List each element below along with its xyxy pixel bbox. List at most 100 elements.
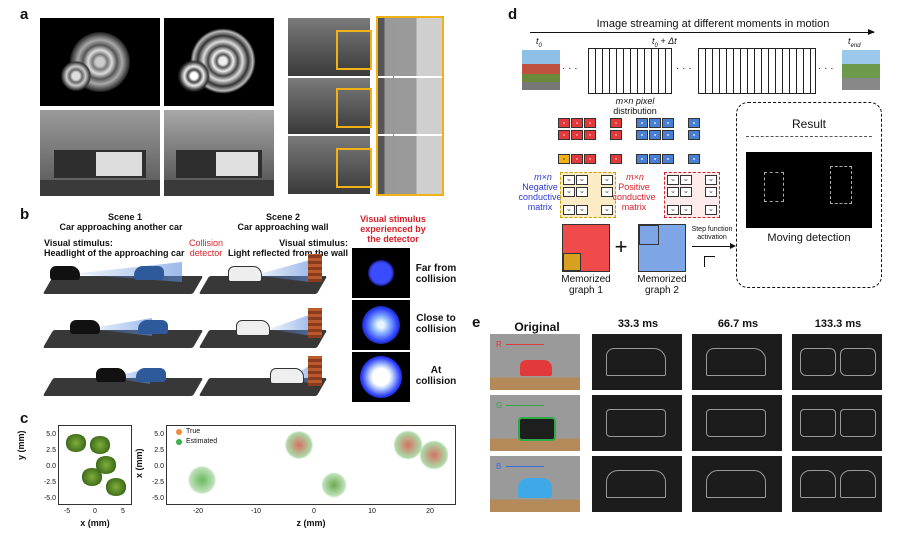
legend-true-label: True xyxy=(186,428,201,435)
dots-2: · · · xyxy=(676,63,692,74)
white-car-3 xyxy=(270,368,304,384)
c-right-ytick-3: -2.5 xyxy=(151,479,164,486)
zoom-box-1 xyxy=(336,30,372,70)
mem1-label-1: Memorized xyxy=(561,274,611,285)
c-left-ytick-3: -2.5 xyxy=(43,479,56,486)
c-right-xtick-1: -10 xyxy=(250,508,262,515)
step-arrowhead xyxy=(730,243,736,249)
zoom-box-3 xyxy=(336,148,372,188)
zoom-image-1 xyxy=(378,18,442,76)
pos-label-2: Positive xyxy=(618,182,650,192)
neg-label-3: conductive xyxy=(518,192,562,202)
black-car-1 xyxy=(50,266,80,280)
brick-wall-3 xyxy=(308,356,322,386)
e-row-b-label: B xyxy=(496,462,502,471)
frame-stack-2 xyxy=(698,48,816,94)
e-133-r xyxy=(792,334,882,390)
c-right-ytick-0: 5.0 xyxy=(154,431,164,438)
mem1-label-2: graph 1 xyxy=(569,285,603,296)
c-left-xtick-2: 5 xyxy=(121,508,125,515)
scene1-title: Scene 1 xyxy=(107,212,143,222)
panel-label-a: a xyxy=(20,6,29,23)
panel-label-b: b xyxy=(20,206,30,223)
zoom-image-3 xyxy=(378,136,442,194)
stimulus-far xyxy=(352,248,410,298)
e-row-g-label: G xyxy=(496,401,503,410)
scene1-stimulus-text: Headlight of the approaching car xyxy=(44,248,185,258)
e-original-g: G xyxy=(490,395,580,451)
e-original-b: B xyxy=(490,456,580,512)
far-label-1: Far from xyxy=(415,263,457,274)
e-header-133: 133.3 ms xyxy=(814,318,862,330)
rings-image-1 xyxy=(40,18,160,106)
dots-3: · · · xyxy=(818,63,834,74)
dots-1: · · · xyxy=(562,63,578,74)
e-header-original: Original xyxy=(514,320,560,334)
e-original-r: R xyxy=(490,334,580,390)
blue-car-3 xyxy=(136,368,166,382)
pixel-label-1: m×n pixel xyxy=(615,96,655,106)
scene2-stimulus-text: Light reflected from the wall xyxy=(227,248,348,258)
c-right-ytick-4: -5.0 xyxy=(151,495,164,502)
e-66-b xyxy=(692,456,782,512)
pos-label-1: m×n xyxy=(626,172,644,182)
memorized-graph-1 xyxy=(562,224,610,272)
c-right-ylabel: x (mm) xyxy=(134,448,144,478)
neg-label-4: matrix xyxy=(527,202,553,212)
far-label-2: collision xyxy=(415,274,457,285)
step-arrow xyxy=(692,246,732,247)
time-axis xyxy=(530,32,874,33)
c-right-ytick-2: 0.0 xyxy=(154,463,164,470)
frame-stack-1 xyxy=(588,48,672,94)
plus-sign: + xyxy=(614,234,628,259)
c-right-xtick-3: 10 xyxy=(368,508,376,515)
cyan-marker-line xyxy=(393,18,394,194)
c-left-ytick-4: -5.0 xyxy=(43,495,56,502)
brick-wall-2 xyxy=(308,308,322,338)
result-box xyxy=(736,102,882,288)
scene2-stimulus-label: Visual stimulus: xyxy=(279,238,348,248)
result-divider xyxy=(746,136,872,137)
c-left-ytick-1: 2.5 xyxy=(46,447,56,454)
stimulus-at xyxy=(352,352,410,402)
tmid-label: t0 + Δt xyxy=(652,36,677,49)
c-left-xtick-1: 0 xyxy=(93,508,97,515)
mem2-label-2: graph 2 xyxy=(645,285,679,296)
d-title: Image streaming at different moments in … xyxy=(596,18,830,30)
experienced-label-3: the detector xyxy=(367,234,419,244)
room-image-1 xyxy=(40,110,160,196)
mem2-label-1: Memorized xyxy=(637,274,687,285)
pixel-label-2: distribution xyxy=(613,106,657,116)
c-left-xtick-0: -5 xyxy=(63,508,71,515)
c-right-xtick-0: -20 xyxy=(192,508,204,515)
c-right-ytick-1: 2.5 xyxy=(154,447,164,454)
room-image-2 xyxy=(164,110,274,196)
step-function-icon xyxy=(704,256,715,267)
white-car-2 xyxy=(236,320,270,336)
step-label-2: activation xyxy=(697,234,727,241)
stimulus-close xyxy=(352,300,410,350)
black-car-3 xyxy=(96,368,126,382)
close-label-1: Close to xyxy=(416,313,456,324)
scene1-stimulus-label: Visual stimulus: xyxy=(44,238,113,248)
memorized-graph-2 xyxy=(638,224,686,272)
legend-true-marker xyxy=(176,429,182,435)
e-66-g xyxy=(692,395,782,451)
e-66-r xyxy=(692,334,782,390)
scene1-subtitle: Car approaching another car xyxy=(59,222,183,232)
t0-label: t0 xyxy=(536,36,542,49)
e-133-b xyxy=(792,456,882,512)
pos-label-3: conductive xyxy=(612,192,656,202)
moving-detection-image xyxy=(746,152,872,228)
blue-car-1 xyxy=(134,266,164,280)
street-thumb-start xyxy=(522,50,560,90)
zoom-box-2 xyxy=(336,88,372,128)
black-car-2 xyxy=(70,320,100,334)
rings-image-2 xyxy=(164,18,274,106)
scene2-title: Scene 2 xyxy=(265,212,301,222)
panel-label-c: c xyxy=(20,410,29,427)
e-row-r-label: R xyxy=(496,340,502,349)
